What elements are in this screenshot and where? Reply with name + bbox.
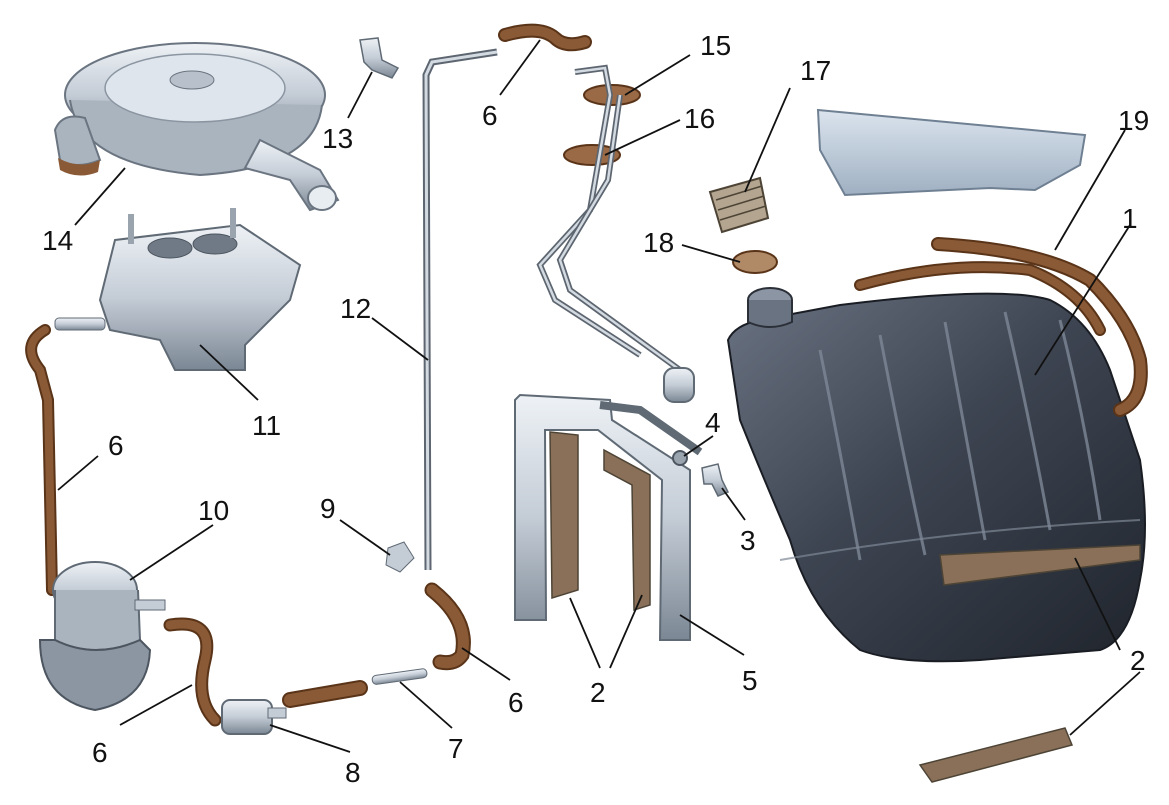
tank-pad-strip bbox=[918, 727, 1074, 783]
carburetor bbox=[54, 208, 302, 371]
callout-3: 3 bbox=[740, 525, 756, 556]
leader-lines bbox=[57, 39, 1141, 753]
callout-10: 10 bbox=[198, 495, 229, 526]
callout-18: 18 bbox=[643, 227, 674, 258]
washer bbox=[672, 450, 688, 466]
filter-screen bbox=[708, 176, 770, 234]
callout-11: 11 bbox=[252, 410, 281, 441]
callout-12: 12 bbox=[340, 293, 371, 324]
callout-5: 5 bbox=[742, 665, 758, 696]
callout-6c: 6 bbox=[508, 687, 524, 718]
heat-shield bbox=[816, 108, 1087, 197]
connector-7 bbox=[371, 668, 428, 685]
strap-bolt bbox=[701, 463, 730, 497]
callout-6a: 6 bbox=[482, 100, 498, 131]
callout-13: 13 bbox=[322, 123, 353, 154]
callout-14: 14 bbox=[42, 225, 73, 256]
sealing-ring bbox=[732, 250, 778, 274]
callout-1: 1 bbox=[1122, 203, 1138, 234]
callout-6b: 6 bbox=[108, 430, 124, 461]
callout-15: 15 bbox=[700, 30, 731, 61]
air-filter bbox=[53, 42, 340, 212]
fuel-pipe-12 bbox=[422, 48, 498, 571]
callout-19: 19 bbox=[1118, 105, 1149, 136]
fuel-filter bbox=[221, 699, 287, 735]
fuel-pump bbox=[38, 561, 166, 712]
callout-8: 8 bbox=[345, 757, 361, 788]
callout-6d: 6 bbox=[92, 737, 108, 768]
callout-2b: 2 bbox=[1130, 645, 1146, 676]
valve-13 bbox=[359, 37, 400, 79]
fuel-tank bbox=[726, 287, 1146, 663]
callout-9: 9 bbox=[320, 493, 336, 524]
callout-7: 7 bbox=[448, 733, 464, 764]
fuel-hoses bbox=[25, 23, 592, 727]
callout-labels: 1 2 2 3 4 5 6 6 6 6 7 8 9 10 11 12 13 14… bbox=[42, 30, 1149, 788]
callout-4: 4 bbox=[705, 407, 721, 438]
clip-9 bbox=[385, 541, 415, 573]
callout-17: 17 bbox=[800, 55, 831, 86]
tank-straps bbox=[514, 393, 703, 641]
callout-2a: 2 bbox=[590, 677, 606, 708]
callout-16: 16 bbox=[684, 103, 715, 134]
